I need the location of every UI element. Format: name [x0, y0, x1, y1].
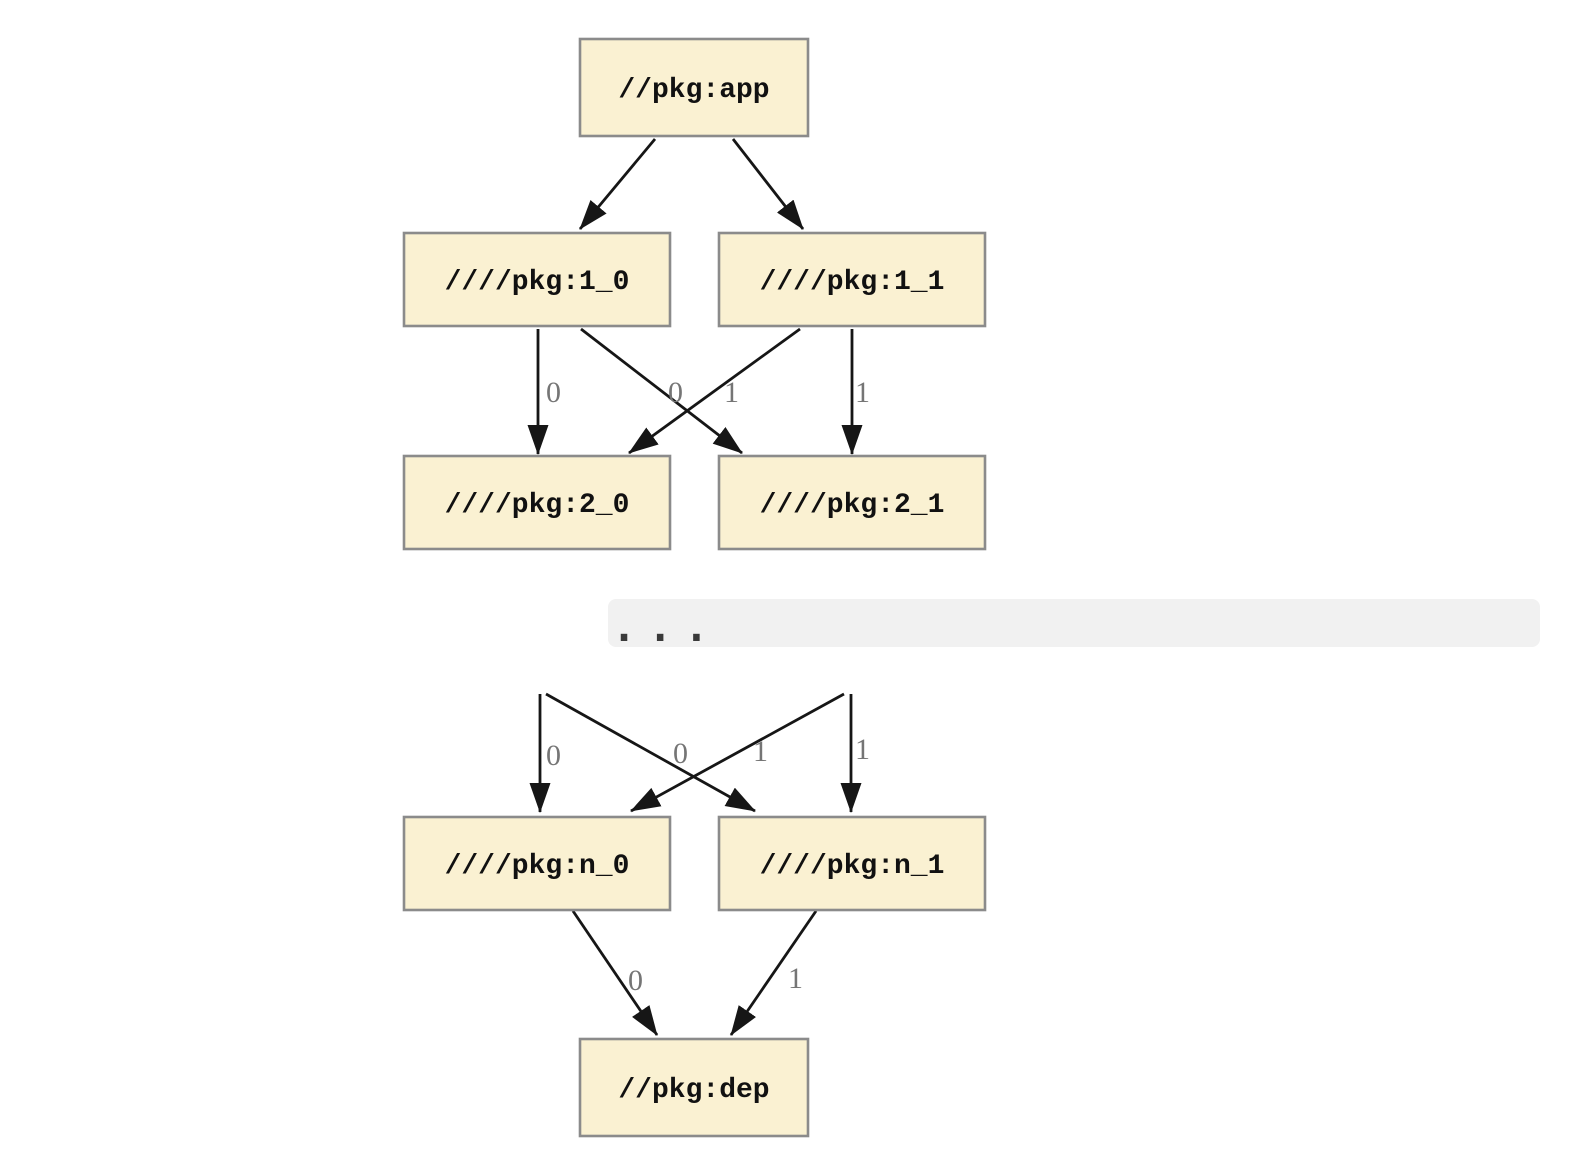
node-pkg-1-0-label: ////pkg:1_0 — [445, 267, 630, 298]
edge-label-up-to-n-1-b: 1 — [855, 733, 870, 766]
node-app-box — [578, 37, 810, 138]
node-pkg-2-0: ////pkg:2_0 — [402, 454, 672, 551]
edge-app-to-1-0 — [578, 138, 657, 230]
node-pkg-2-0-box — [402, 454, 672, 551]
edge-1-0-to-2-1 — [580, 327, 743, 455]
node-pkg-1-1-label: ////pkg:1_1 — [760, 267, 945, 298]
node-dep: //pkg:dep — [578, 1037, 810, 1138]
node-pkg-n-0: ////pkg:n_0 — [402, 815, 672, 912]
edge-label-up-to-n-0-a: 0 — [546, 739, 561, 772]
node-pkg-n-0-label: ////pkg:n_0 — [445, 851, 630, 882]
node-pkg-n-1-box — [717, 815, 987, 912]
edge-1-1-to-2-0 — [628, 327, 801, 455]
node-dep-box — [578, 1037, 810, 1138]
node-pkg-1-1-box — [717, 231, 987, 328]
node-pkg-n-1-label: ////pkg:n_1 — [760, 851, 945, 882]
edge-label-n-0-to-dep: 0 — [628, 964, 643, 997]
node-pkg-2-1-box — [717, 454, 987, 551]
node-pkg-2-1-label: ////pkg:2_1 — [760, 490, 945, 521]
edge-label-up-to-n-1-a: 1 — [753, 735, 768, 768]
edge-label-1-1-to-2-0: 0 — [668, 376, 683, 409]
edge-label-1-1-to-2-1: 1 — [855, 376, 870, 409]
edge-label-1-0-to-2-1: 1 — [724, 376, 739, 409]
node-pkg-2-1: ////pkg:2_1 — [717, 454, 987, 551]
node-pkg-2-0-label: ////pkg:2_0 — [445, 490, 630, 521]
node-pkg-n-0-box — [402, 815, 672, 912]
truncation-band — [608, 599, 1540, 647]
node-pkg-1-0: ////pkg:1_0 — [402, 231, 672, 328]
edge-n-0-to-dep — [571, 910, 659, 1036]
edge-up-to-n-0-cross — [630, 692, 845, 813]
node-pkg-1-1: ////pkg:1_1 — [717, 231, 987, 328]
edge-label-1-0-to-2-0: 0 — [546, 376, 561, 409]
node-pkg-1-0-box — [402, 231, 672, 328]
node-dep-label: //pkg:dep — [618, 1075, 769, 1106]
node-app: //pkg:app — [578, 37, 810, 138]
edge-up-to-n-1-cross — [545, 692, 756, 813]
edge-n-1-to-dep — [729, 910, 818, 1036]
ellipsis-text: . . . — [612, 605, 702, 651]
edge-app-to-1-1 — [731, 138, 805, 230]
edge-label-up-to-n-0-b: 0 — [673, 737, 688, 770]
node-pkg-n-1: ////pkg:n_1 — [717, 815, 987, 912]
edge-label-n-1-to-dep: 1 — [788, 962, 803, 995]
node-app-label: //pkg:app — [618, 75, 769, 106]
